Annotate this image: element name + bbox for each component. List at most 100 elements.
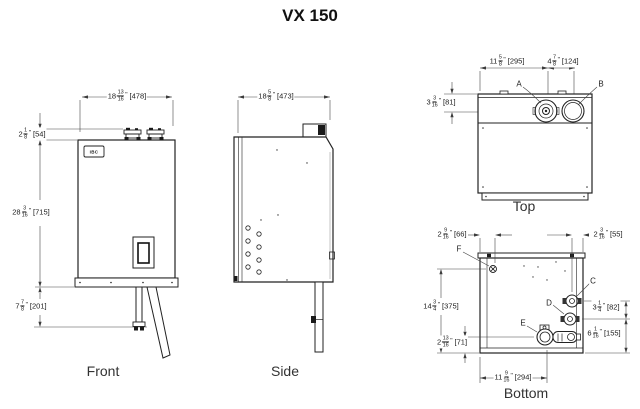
dim-whole: 2 bbox=[436, 337, 442, 347]
dim-whole: 18 bbox=[258, 91, 267, 101]
front-view-label: Front bbox=[86, 363, 120, 379]
dim-whole: 14 bbox=[423, 301, 432, 311]
bottom-fittings bbox=[489, 265, 582, 346]
inch-mark: " bbox=[599, 328, 602, 336]
inch-mark: " bbox=[510, 372, 513, 380]
dim-mm: [478] bbox=[129, 91, 147, 101]
dim-mm: [375] bbox=[442, 301, 459, 311]
top-view-label: Top bbox=[512, 198, 536, 214]
dim-mm: [55] bbox=[610, 229, 623, 239]
dim-whole: 11 bbox=[489, 56, 498, 66]
dim-whole: 6 bbox=[587, 328, 592, 338]
inch-mark: " bbox=[503, 56, 506, 64]
inch-mark: " bbox=[272, 91, 276, 99]
inch-mark: " bbox=[450, 337, 453, 345]
inch-mark: " bbox=[438, 97, 442, 105]
front-view-drawing bbox=[34, 95, 179, 359]
inch-mark: " bbox=[557, 56, 560, 64]
brand-logo: IBC bbox=[89, 149, 99, 154]
callout-e: E bbox=[519, 318, 527, 328]
dim-mm: [295] bbox=[507, 56, 525, 66]
dim-mm: [81] bbox=[443, 97, 456, 107]
dim-mm: [294] bbox=[514, 372, 532, 382]
inch-mark: " bbox=[28, 129, 32, 137]
inch-mark: " bbox=[605, 229, 609, 237]
dim-mm: [82] bbox=[607, 302, 620, 312]
inch-mark: " bbox=[437, 301, 441, 309]
dim-whole: 2 bbox=[437, 229, 442, 239]
dim-mm: [715] bbox=[33, 207, 50, 217]
callout-f: F bbox=[455, 244, 463, 254]
top-view-drawing bbox=[444, 66, 598, 201]
front-cabinet bbox=[74, 139, 179, 288]
bottom-view-label: Bottom bbox=[503, 385, 549, 401]
inch-mark: " bbox=[125, 91, 128, 99]
callout-b: B bbox=[597, 79, 605, 89]
side-view-drawing bbox=[233, 95, 335, 353]
dim-mm: [155] bbox=[603, 328, 621, 338]
side-pipe bbox=[311, 281, 324, 353]
side-view-label: Side bbox=[270, 363, 300, 379]
dim-whole: 7 bbox=[15, 301, 20, 311]
top-callout-leaders bbox=[522, 86, 598, 106]
bottom-dimension-arrows bbox=[439, 233, 628, 380]
dim-whole: 28 bbox=[12, 207, 21, 217]
top-vent-connections bbox=[532, 99, 585, 123]
inch-mark: " bbox=[28, 207, 32, 215]
dim-whole: 3 bbox=[426, 97, 431, 107]
dim-mm: [71] bbox=[454, 337, 468, 347]
dim-whole: 2 bbox=[593, 229, 598, 239]
dim-whole: 18 bbox=[107, 91, 117, 101]
dim-whole: 3 bbox=[592, 302, 597, 312]
bottom-dimension-lines bbox=[437, 234, 630, 383]
callout-d: D bbox=[545, 298, 553, 308]
dim-whole: 11 bbox=[494, 372, 503, 382]
dim-mm: [124] bbox=[561, 56, 579, 66]
dim-mm: [66] bbox=[454, 229, 467, 239]
front-top-fittings bbox=[123, 127, 165, 141]
callout-a: A bbox=[515, 79, 523, 89]
side-dimension-arrows bbox=[238, 95, 330, 99]
dim-whole: 4 bbox=[547, 56, 552, 66]
front-pipes bbox=[132, 286, 171, 359]
front-dimension-lines bbox=[34, 96, 174, 328]
dim-mm: [473] bbox=[277, 91, 294, 101]
drawing-title: VX 150 bbox=[282, 6, 338, 25]
inch-mark: " bbox=[25, 301, 28, 309]
dim-mm: [54] bbox=[33, 129, 46, 139]
dim-mm: [201] bbox=[29, 301, 47, 311]
inch-mark: " bbox=[602, 302, 606, 310]
side-cabinet bbox=[233, 123, 335, 283]
dim-whole: 2 bbox=[18, 129, 23, 139]
